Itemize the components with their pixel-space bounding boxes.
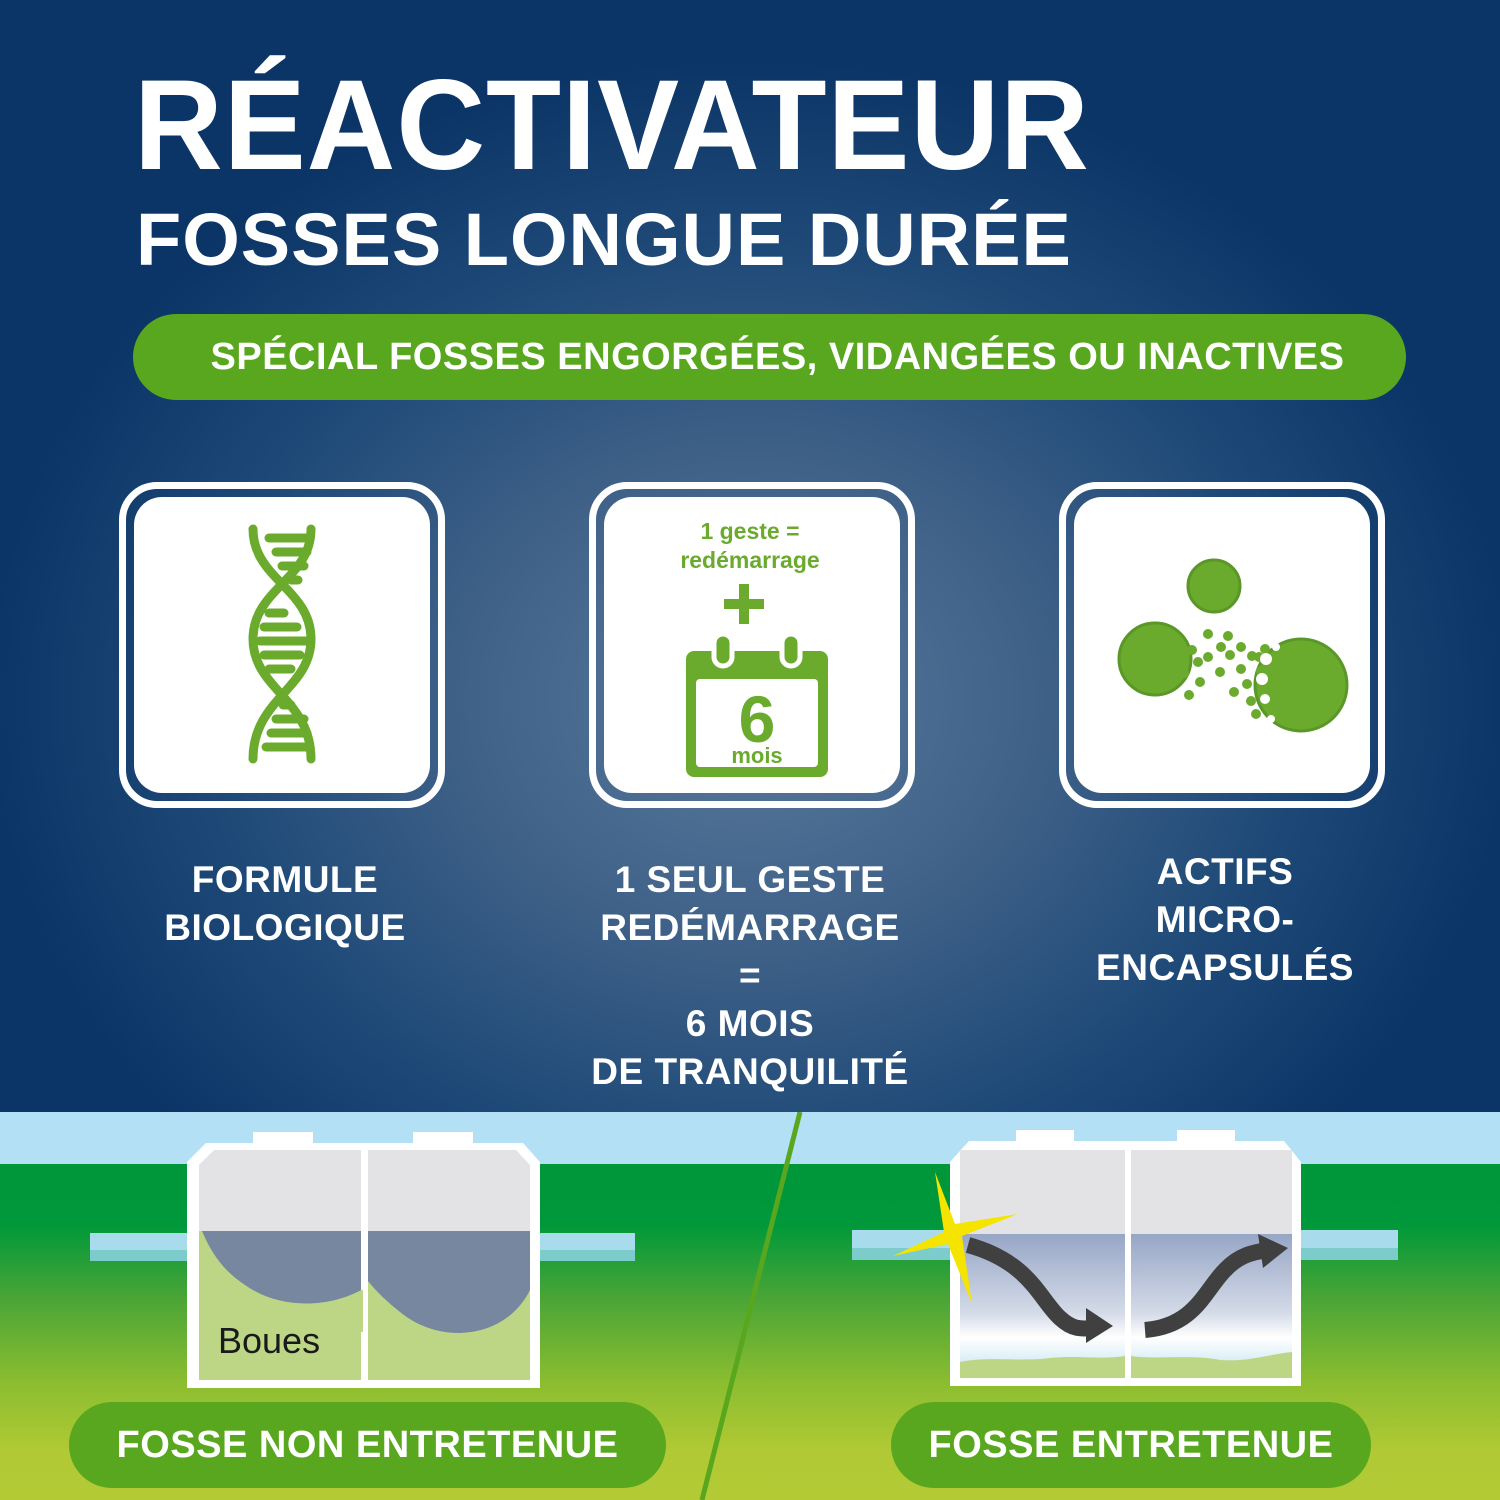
special-banner: SPÉCIAL FOSSES ENGORGÉES, VIDANGÉES OU I… (133, 314, 1406, 400)
svg-text:mois: mois (731, 743, 782, 768)
hero-section: RÉACTIVATEUR FOSSES LONGUE DURÉE SPÉCIAL… (0, 0, 1500, 1112)
dna-icon (248, 524, 316, 764)
label-unmaintained-tank: FOSSE NON ENTRETENUE (69, 1402, 666, 1488)
page-title: RÉACTIVATEUR (134, 54, 1090, 197)
flow-arrow-icon (1143, 1242, 1270, 1338)
caption-line: 1 SEUL GESTE (614, 859, 886, 900)
septic-tank-diagram (90, 1112, 1398, 1500)
caption-line: REDÉMARRAGE (600, 907, 900, 948)
feature-card-one-gesture: 1 geste = redémarrage 6 mois (589, 482, 915, 808)
sludge-label: Boues (218, 1320, 321, 1361)
banner-text: SPÉCIAL FOSSES ENGORGÉES, VIDANGÉES OU I… (210, 335, 1345, 378)
feature-card-biological (119, 482, 445, 808)
divider-line (699, 1112, 803, 1500)
feature-caption-biological: FORMULE BIOLOGIQUE (110, 856, 460, 952)
caption-line: 6 MOIS (685, 1003, 815, 1044)
caption-line: ACTIFS (1156, 851, 1294, 892)
label-unmaintained-text: FOSSE NON ENTRETENUE (116, 1423, 619, 1466)
spark-icon (893, 1172, 1018, 1304)
caption-line: MICRO- (1155, 899, 1295, 940)
feature-caption-one-gesture: 1 SEUL GESTE REDÉMARRAGE = 6 MOIS DE TRA… (540, 856, 960, 1096)
caption-line: ENCAPSULÉS (1096, 947, 1354, 988)
tank-maintained (852, 1130, 1398, 1386)
feature-card-microencapsulated (1059, 482, 1385, 808)
caption-line: DE TRANQUILITÉ (591, 1051, 909, 1092)
feature-caption-microencapsulated: ACTIFS MICRO- ENCAPSULÉS (1040, 848, 1410, 992)
calendar-icon: 1 geste = redémarrage 6 mois (680, 518, 828, 777)
svg-text:redémarrage: redémarrage (680, 547, 819, 573)
microcapsules-icon (1117, 558, 1349, 733)
caption-line: BIOLOGIQUE (164, 907, 406, 948)
tank-unmaintained (90, 1132, 635, 1388)
caption-line: = (738, 955, 762, 996)
svg-text:6: 6 (739, 682, 776, 756)
svg-text:1 geste =: 1 geste = (700, 518, 799, 544)
flow-arrow-icon (965, 1237, 1096, 1337)
page-subtitle: FOSSES LONGUE DURÉE (136, 198, 1072, 281)
caption-line: FORMULE (191, 859, 379, 900)
label-maintained-text: FOSSE ENTRETENUE (928, 1423, 1334, 1466)
label-maintained-tank: FOSSE ENTRETENUE (891, 1402, 1371, 1488)
